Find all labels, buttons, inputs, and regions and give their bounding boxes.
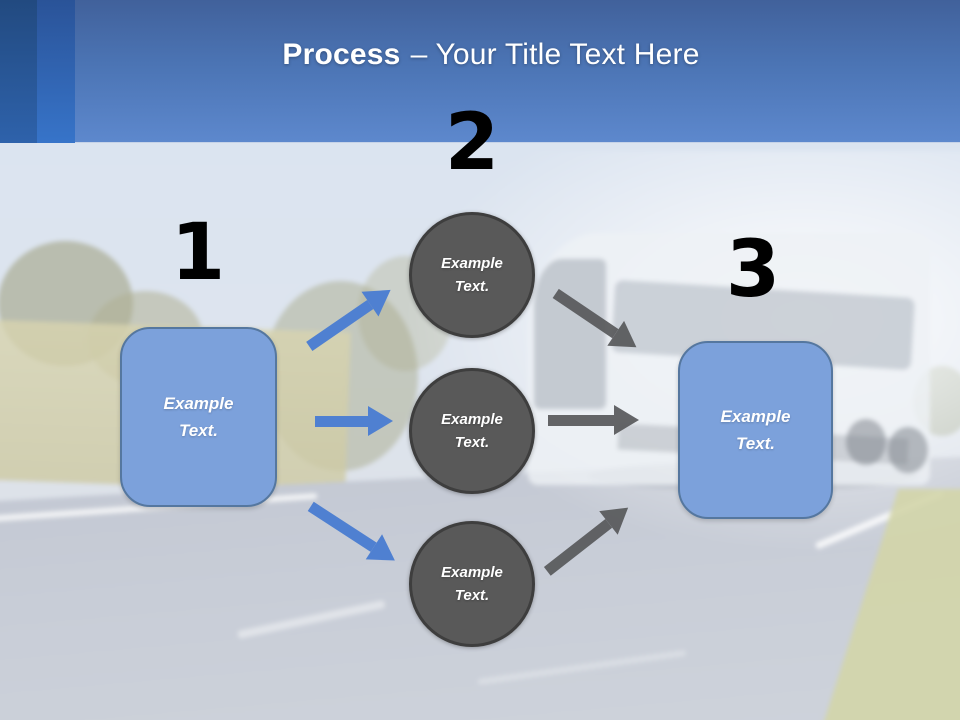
arrow-blue-right-icon (315, 406, 393, 436)
arrow-shaft (548, 414, 614, 426)
step-number-3: 3 (725, 225, 781, 315)
step-3-box: Example Text. (678, 341, 833, 519)
slide-title-rest: – Your Title Text Here (410, 38, 700, 71)
step-2-circle-top: Example Text. (409, 212, 535, 338)
arrow-shaft (305, 299, 374, 351)
arrow-shaft (552, 288, 619, 338)
tree-silhouette (913, 366, 960, 436)
step-2-circle-middle: Example Text. (409, 368, 535, 494)
step-2-circle-bottom: Example Text. (409, 521, 535, 647)
arrow-gray-down-icon (548, 281, 645, 360)
header-accent-stripe-dark (0, 0, 37, 143)
slide-title: Process – Your Title Text Here (0, 0, 960, 110)
step-number-1: 1 (170, 208, 226, 298)
arrow-blue-down-icon (303, 493, 404, 574)
bus-wheel (846, 419, 886, 465)
tree-silhouette (0, 241, 133, 366)
arrow-head (614, 405, 639, 435)
arrow-blue-up-icon (301, 277, 400, 359)
arrow-gray-up-icon (538, 495, 638, 583)
arrow-shaft (315, 415, 368, 427)
arrow-gray-right-icon (548, 405, 639, 435)
arrow-shaft (308, 501, 377, 552)
step-1-box: Example Text. (120, 327, 277, 507)
road-marking (477, 649, 687, 685)
step-number-2: 2 (444, 98, 500, 188)
arrow-head (368, 406, 393, 436)
road-marking (237, 599, 386, 639)
road-marking (814, 489, 945, 550)
arrow-shaft (543, 518, 612, 576)
slide-header-band: Process – Your Title Text Here (0, 0, 960, 143)
grass-corner (820, 489, 960, 720)
bus-wheel (888, 427, 928, 473)
header-accent-stripe-light (37, 0, 75, 143)
slide-title-emphasis: Process (282, 38, 401, 71)
